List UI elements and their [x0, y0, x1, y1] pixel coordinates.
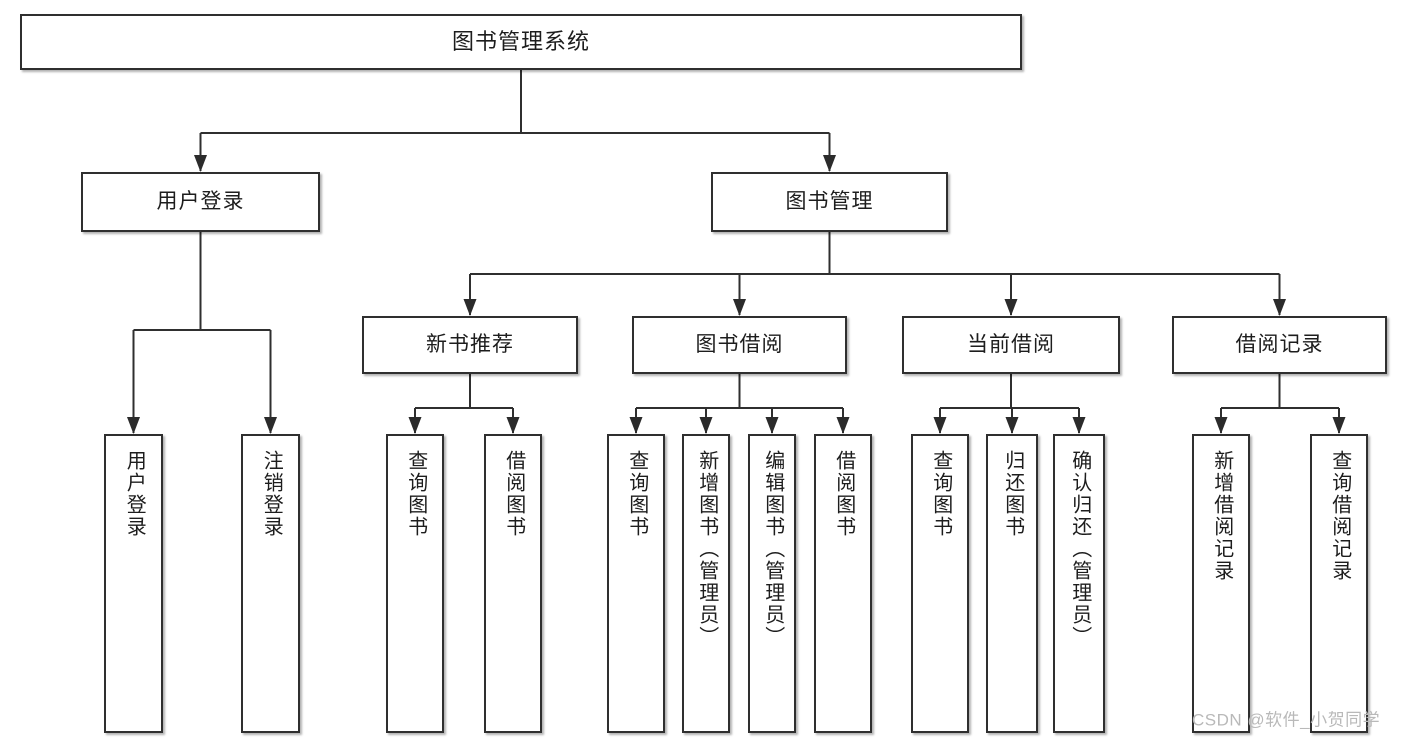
node-label: 新增借阅记录	[1210, 450, 1233, 582]
arrowhead	[264, 417, 277, 434]
node-label: 借阅图书	[832, 450, 855, 538]
arrowhead	[933, 417, 947, 434]
node-user-login[interactable]: 用户登录	[81, 172, 320, 232]
arrowhead	[1214, 417, 1228, 434]
node-label: 归还图书	[1001, 450, 1024, 538]
arrowhead	[699, 417, 713, 434]
node-leaf-query-book-3[interactable]: 查询图书	[911, 434, 969, 733]
node-label: 图书管理	[785, 190, 874, 214]
arrowhead	[463, 299, 477, 316]
node-label: 新增图书（管理员）	[695, 450, 718, 648]
node-leaf-confirm-ret[interactable]: 确认归还（管理员）	[1053, 434, 1105, 733]
node-label: 图书借阅	[695, 333, 784, 357]
arrowhead	[194, 155, 207, 172]
node-new-book-rec[interactable]: 新书推荐	[362, 316, 578, 374]
node-label: 编辑图书（管理员）	[761, 450, 784, 648]
node-borrow-record[interactable]: 借阅记录	[1172, 316, 1387, 374]
node-label: 查询图书	[625, 450, 648, 538]
node-label: 确认归还（管理员）	[1068, 450, 1091, 648]
node-leaf-borrow-book-2[interactable]: 借阅图书	[814, 434, 872, 733]
node-book-manage[interactable]: 图书管理	[711, 172, 948, 232]
arrowhead	[629, 417, 643, 434]
node-label: 查询借阅记录	[1328, 450, 1351, 582]
node-leaf-user-login[interactable]: 用户登录	[104, 434, 163, 733]
arrowhead	[836, 417, 850, 434]
node-leaf-edit-book[interactable]: 编辑图书（管理员）	[748, 434, 796, 733]
arrowhead	[1332, 417, 1346, 434]
arrowhead	[127, 417, 140, 434]
arrowhead	[765, 417, 779, 434]
node-leaf-borrow-book-1[interactable]: 借阅图书	[484, 434, 542, 733]
node-leaf-user-logout[interactable]: 注销登录	[241, 434, 300, 733]
arrowhead	[1273, 299, 1286, 316]
arrowhead	[1072, 417, 1086, 434]
node-label: 借阅记录	[1235, 333, 1324, 357]
node-label: 查询图书	[404, 450, 427, 538]
node-current-borrow[interactable]: 当前借阅	[902, 316, 1120, 374]
node-label: 查询图书	[929, 450, 952, 538]
arrowhead	[1004, 299, 1018, 316]
node-label: 新书推荐	[426, 333, 514, 357]
node-label: 借阅图书	[502, 450, 525, 538]
node-leaf-query-book-1[interactable]: 查询图书	[386, 434, 444, 733]
arrowhead	[1005, 417, 1019, 434]
arrowhead	[408, 417, 422, 434]
arrowhead	[823, 155, 836, 172]
node-leaf-query-book-2[interactable]: 查询图书	[607, 434, 665, 733]
node-leaf-add-book[interactable]: 新增图书（管理员）	[682, 434, 730, 733]
arrowhead	[506, 417, 520, 434]
node-label: 用户登录	[156, 190, 245, 214]
node-label: 图书管理系统	[451, 28, 590, 54]
node-book-borrow[interactable]: 图书借阅	[632, 316, 847, 374]
node-leaf-return-book[interactable]: 归还图书	[986, 434, 1038, 733]
node-label: 用户登录	[123, 450, 146, 538]
node-root[interactable]: 图书管理系统	[20, 14, 1022, 70]
arrowhead	[733, 299, 746, 316]
node-leaf-query-record[interactable]: 查询借阅记录	[1310, 434, 1368, 733]
node-label: 当前借阅	[967, 333, 1055, 357]
node-label: 注销登录	[260, 450, 283, 538]
node-leaf-add-record[interactable]: 新增借阅记录	[1192, 434, 1250, 733]
